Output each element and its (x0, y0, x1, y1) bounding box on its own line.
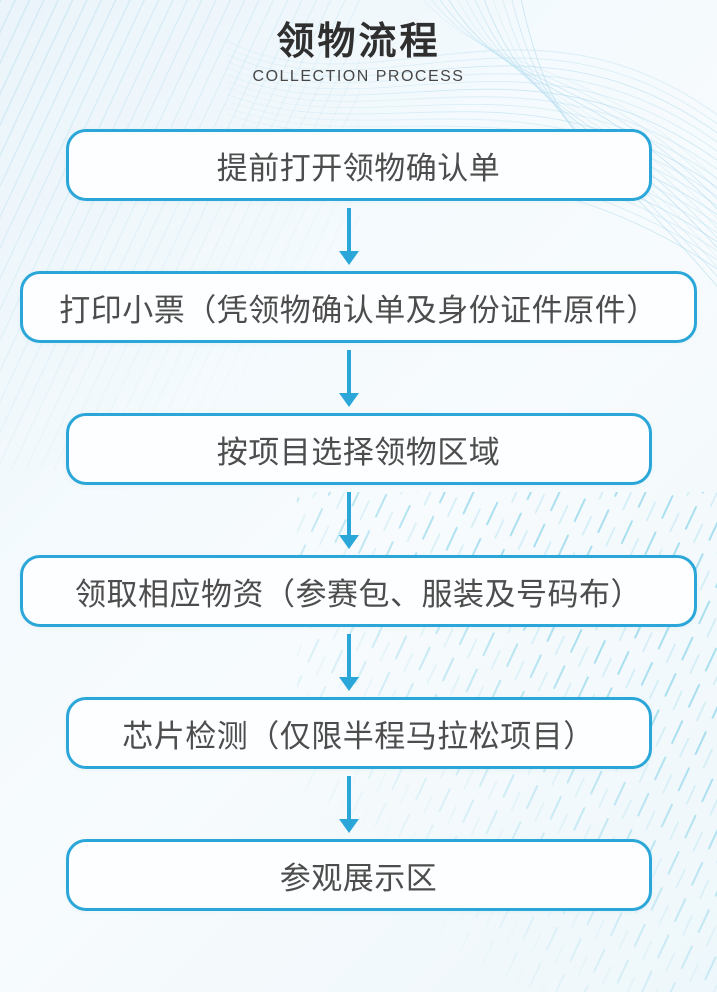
page-title: 领物流程 (276, 21, 441, 63)
flow-chart: 提前打开领物确认单 打印小票（凭领物确认单及身份证件原件） 按项目选择领物区域 … (0, 129, 717, 911)
arrow-line (346, 775, 351, 820)
arrow-head (338, 392, 359, 407)
flow-step-box: 提前打开领物确认单 (65, 129, 652, 201)
arrow-head (338, 676, 359, 691)
page-header: 领物流程 COLLECTION PROCESS (0, 0, 717, 87)
flow-step: 按项目选择领物区域 (65, 413, 652, 555)
down-arrow-icon (10, 627, 687, 697)
flow-step-box: 打印小票（凭领物确认单及身份证件原件） (20, 271, 697, 343)
arrow-head (338, 818, 359, 833)
arrow-line (346, 633, 351, 678)
flow-step-label: 提前打开领物确认单 (216, 150, 501, 186)
flow-step: 芯片检测（仅限半程马拉松项目） (65, 697, 652, 839)
arrow-line (346, 349, 351, 394)
arrow-line (346, 491, 351, 536)
flow-step-box: 芯片检测（仅限半程马拉松项目） (65, 697, 652, 769)
flow-step: 打印小票（凭领物确认单及身份证件原件） (20, 271, 697, 413)
flow-step-label: 芯片检测（仅限半程马拉松项目） (122, 718, 595, 754)
flow-step: 提前打开领物确认单 (65, 129, 652, 271)
arrow-head (338, 250, 359, 265)
flow-step-box: 按项目选择领物区域 (65, 413, 652, 485)
arrow-head (338, 534, 359, 549)
down-arrow-icon (10, 343, 687, 413)
arrow-line (346, 207, 351, 252)
flow-step: 领取相应物资（参赛包、服装及号码布） (20, 555, 697, 697)
flow-step-box: 领取相应物资（参赛包、服装及号码布） (20, 555, 697, 627)
flow-step-label: 参观展示区 (279, 860, 438, 896)
flow-step: 参观展示区 (65, 839, 652, 911)
flow-step-label: 领取相应物资（参赛包、服装及号码布） (75, 576, 642, 612)
flow-step-label: 按项目选择领物区域 (216, 434, 501, 470)
down-arrow-icon (56, 485, 642, 555)
page-subtitle: COLLECTION PROCESS (252, 68, 465, 85)
down-arrow-icon (56, 201, 642, 271)
down-arrow-icon (56, 769, 642, 839)
flow-step-label: 打印小票（凭领物确认单及身份证件原件） (59, 292, 658, 328)
flow-step-box: 参观展示区 (65, 839, 652, 911)
